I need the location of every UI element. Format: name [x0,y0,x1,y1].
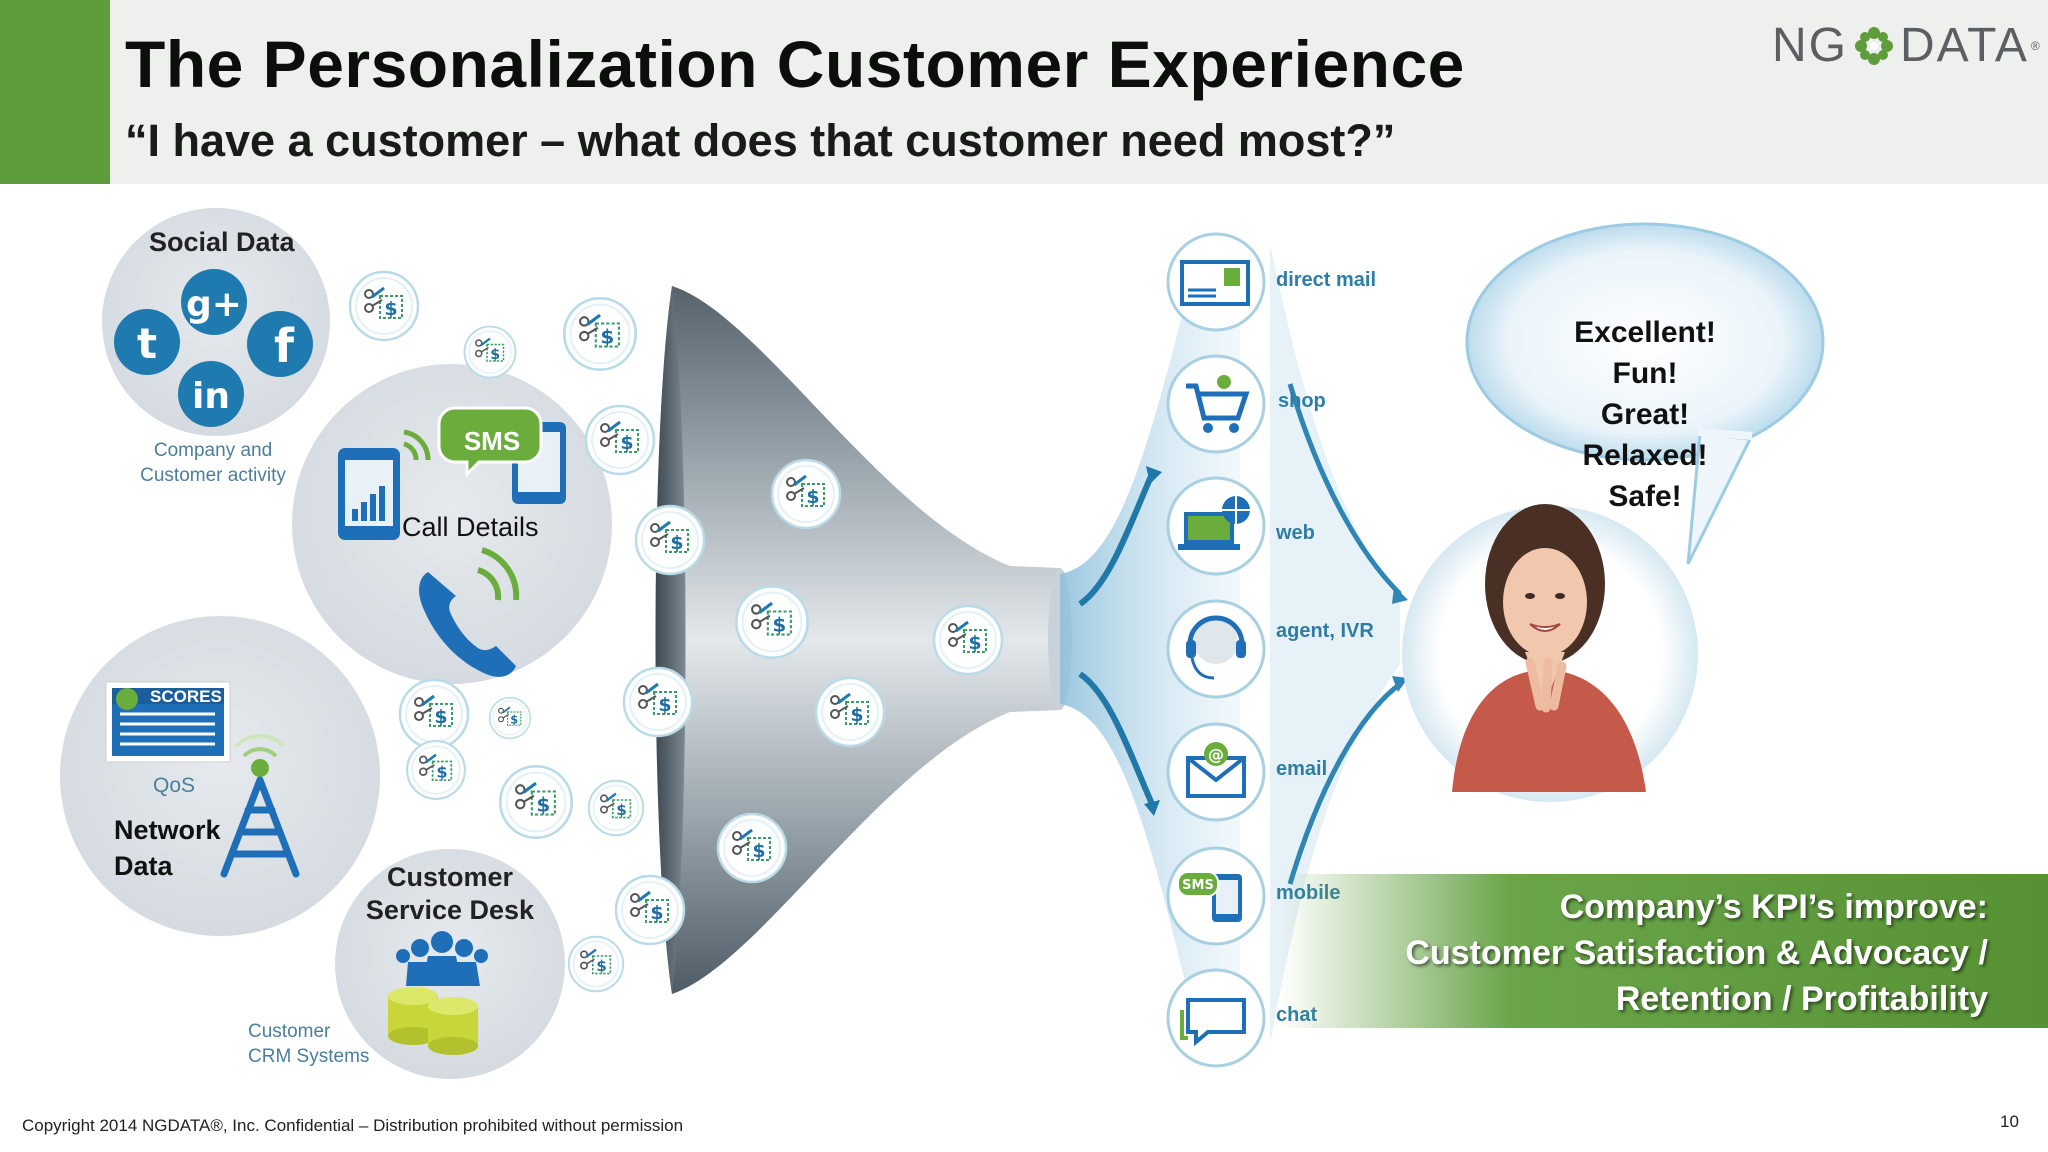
coupon-icon [734,584,810,660]
coupon-icon [463,325,517,379]
svg-text:f: f [274,319,295,373]
page-number: 10 [2000,1112,2019,1131]
slide-header: The Personalization Customer Experience … [0,0,2048,184]
social-data-title: Social Data [149,227,295,257]
sms-bubble-label: SMS [463,426,521,456]
crm-database-icon [388,987,478,1055]
svg-text:t: t [137,319,157,368]
kpi-banner: Company’s KPI’s improve: Customer Satisf… [1280,874,2048,1028]
social-data-caption: Company and Customer activity [128,438,298,488]
sms-phone-icon [437,406,566,504]
network-data-circle [60,616,380,936]
copyright-footer: Copyright 2014 NGDATA®, Inc. Confidentia… [22,1116,684,1135]
crm-line-1: Customer [248,1021,331,1042]
kpi-text: Company’s KPI’s improve: Customer Satisf… [1405,884,1988,1022]
coupon-icon [614,874,686,946]
coupon-icon [584,404,656,476]
reaction-list: Excellent! Fun! Great! Relaxed! Safe! [1520,312,1770,517]
channel-label-email: email [1276,758,1328,780]
qos-label: QoS [153,774,196,797]
reaction-relaxed: Relaxed! [1582,439,1708,472]
call-details-label: Call Details [402,512,539,542]
channel-chat-icon [1166,968,1266,1068]
coupon-icon [814,676,886,748]
logo-text-left: NG [1772,19,1848,72]
coupon-icon [567,935,625,993]
reaction-great: Great! [1600,398,1690,431]
network-line-1: Network [114,815,221,845]
ngdata-logo: NG DATA ® [1772,18,2042,73]
coupon-icon [398,678,470,750]
service-line-2: Service Desk [365,895,535,925]
data-funnel [655,286,1072,994]
coupon-icon [405,739,467,801]
happy-customer-photo [1402,504,1698,802]
slide-subtitle: “I have a customer – what does that cust… [125,115,1396,166]
social-caption-line-2: Customer activity [140,465,286,486]
scores-card-icon [105,681,231,763]
kpi-line-3: Retention / Profitability [1615,980,1988,1018]
smartphone-icon [338,429,431,540]
linkedin-icon: in [178,361,244,427]
diagram-graphics: $ g+ t f in [60,208,1825,1079]
coupon-icon [587,779,645,837]
channel-agent-ivr-icon [1166,599,1266,699]
network-data-label: Network Data [114,812,221,884]
service-line-1: Customer [386,862,514,892]
phone-handset-icon [419,547,520,677]
people-group-icon [396,931,488,986]
svg-text:SMS: SMS [1182,878,1214,893]
reaction-fun: Fun! [1612,357,1678,390]
twitter-icon: t [114,309,180,375]
kpi-line-1: Company’s KPI’s improve: [1559,888,1988,926]
logo-registered-mark: ® [2030,38,2042,53]
speech-bubble [1465,222,1825,565]
coupon-icon [498,764,574,840]
channel-label-agent-ivr: agent, IVR [1276,620,1374,642]
social-caption-line-1: Company and [153,440,273,461]
coupon-icon [932,604,1004,676]
cell-tower-icon [220,734,300,878]
channel-email-icon: @ [1166,722,1266,822]
channel-label-direct-mail: direct mail [1276,269,1377,291]
experience-diagram: $ g+ t f in [0,184,2048,1114]
coupon-icon [348,270,420,342]
reaction-excellent: Excellent! [1574,316,1716,349]
channel-web-icon [1166,476,1266,576]
coupon-icon [716,812,788,884]
kpi-line-2: Customer Satisfaction & Advocacy / [1405,934,1988,972]
channel-direct-mail-icon [1166,232,1266,332]
crm-line-2: CRM Systems [248,1046,370,1067]
svg-text:in: in [192,376,230,417]
crm-systems-label: Customer CRM Systems [248,1019,369,1069]
reaction-safe: Safe! [1608,480,1682,513]
coupon-icon [562,296,638,372]
network-line-2: Data [114,851,173,881]
logo-text-right: DATA [1900,19,2029,72]
logo-flower-icon [1855,26,1893,65]
coupon-icon [634,504,706,576]
header-accent-bar [0,0,110,184]
svg-text:@: @ [1208,745,1224,764]
svg-text:g+: g+ [186,284,242,325]
coupon-icon [622,666,694,738]
service-desk-label: Customer Service Desk [360,861,540,927]
channel-label-web: web [1276,522,1315,544]
google-plus-icon: g+ [181,269,247,335]
coupon-icon [770,458,842,530]
channel-label-shop: shop [1278,390,1326,412]
slide-title: The Personalization Customer Experience [125,27,1465,101]
facebook-icon: f [247,311,313,377]
scores-card-label: SCORES [150,687,222,706]
channel-mobile-icon: SMS [1166,846,1266,946]
coupon-icon [488,696,532,740]
channel-shop-icon [1166,354,1266,454]
